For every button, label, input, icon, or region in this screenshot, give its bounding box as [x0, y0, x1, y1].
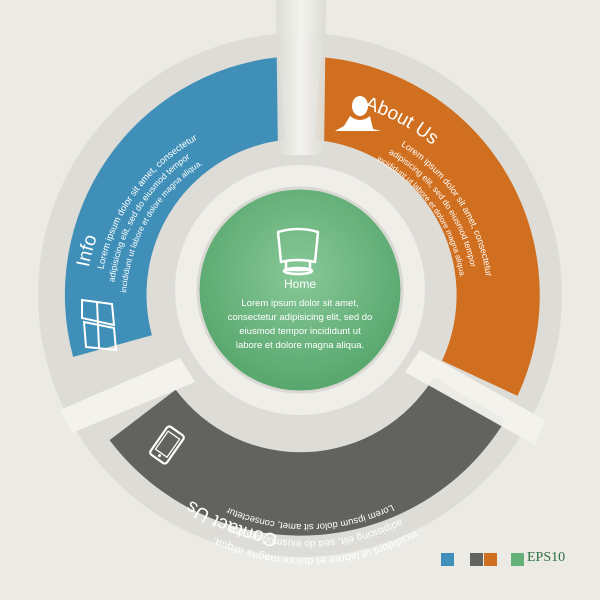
- home-title: Home: [284, 277, 316, 291]
- right-divider: [405, 350, 545, 445]
- mobile-phone-icon: [149, 425, 185, 465]
- window-icon: [81, 298, 118, 352]
- home-text-line-4: labore et dolore magna aliqua.: [236, 340, 364, 351]
- home-text-line-3: eiusmod tempor incididunt ut: [239, 326, 361, 337]
- user-icon: [335, 96, 381, 131]
- left-divider: [60, 358, 195, 433]
- eps-label: EPS10: [527, 550, 566, 565]
- top-divider: [276, 0, 326, 155]
- about-us-segment[interactable]: [314, 57, 540, 396]
- home-circle[interactable]: [196, 186, 404, 394]
- orange-swatch: [484, 553, 497, 566]
- contact-us-segment[interactable]: [109, 377, 506, 536]
- green-swatch: [511, 553, 524, 566]
- blue-swatch: [441, 553, 454, 566]
- gray-swatch: [470, 553, 483, 566]
- home-text-line-2: consectetur adipisicing elit, sed do: [228, 312, 373, 323]
- monitor-icon: [276, 227, 320, 276]
- home-text-line-1: Lorem ipsum dolor sit amet,: [241, 298, 358, 309]
- info-segment[interactable]: [64, 57, 287, 357]
